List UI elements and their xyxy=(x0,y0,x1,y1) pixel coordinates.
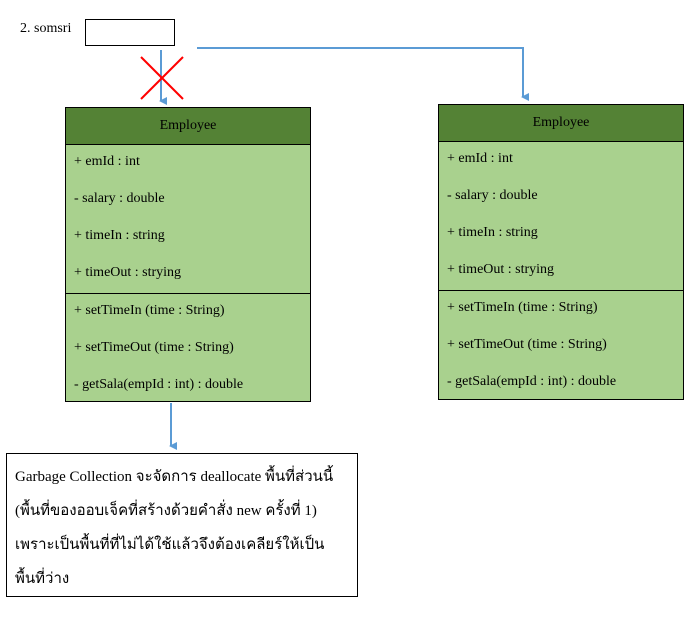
new-reference-arrow xyxy=(197,47,529,101)
attribute: + timeIn : string xyxy=(447,225,538,240)
class-attributes: + emId : int - salary : double + timeIn … xyxy=(66,145,310,294)
method: + setTimeOut (time : String) xyxy=(447,337,607,352)
class-name: Employee xyxy=(66,108,310,145)
class-name: Employee xyxy=(439,105,683,142)
reference-variable-label: 2. somsri xyxy=(20,21,72,36)
note-line: Garbage Collection จะจัดการ deallocate พ… xyxy=(15,469,334,485)
method: + setTimeOut (time : String) xyxy=(74,340,234,355)
method: - getSala(empId : int) : double xyxy=(447,374,617,389)
garbage-collection-note: Garbage Collection จะจัดการ deallocate พ… xyxy=(6,453,358,597)
method: + setTimeIn (time : String) xyxy=(447,300,598,315)
employee-class-new: Employee + emId : int - salary : double … xyxy=(438,104,684,400)
attribute: - salary : double xyxy=(74,191,165,206)
employee-class-old: Employee + emId : int - salary : double … xyxy=(65,107,311,402)
note-line: พื้นที่ว่าง xyxy=(15,571,70,587)
attribute: + timeOut : strying xyxy=(447,262,555,277)
reference-variable-box xyxy=(85,19,175,46)
attribute: - salary : double xyxy=(447,188,538,203)
broken-reference-x-icon xyxy=(140,56,184,100)
attribute: + emId : int xyxy=(447,151,513,166)
attribute: + timeIn : string xyxy=(74,228,165,243)
attribute: + timeOut : strying xyxy=(74,265,182,280)
attribute: + emId : int xyxy=(74,154,140,169)
class-methods: + setTimeIn (time : String) + setTimeOut… xyxy=(66,294,310,405)
note-line: เพราะเป็นพื้นที่ที่ไม่ได้ใช้แล้วจึงต้องเ… xyxy=(15,537,325,553)
method: + setTimeIn (time : String) xyxy=(74,303,225,318)
method: - getSala(empId : int) : double xyxy=(74,377,244,392)
note-line: (พื้นที่ของออบเจ็คที่สร้างด้วยคำสั่ง new… xyxy=(15,503,317,519)
class-methods: + setTimeIn (time : String) + setTimeOut… xyxy=(439,291,683,402)
class-attributes: + emId : int - salary : double + timeIn … xyxy=(439,142,683,291)
